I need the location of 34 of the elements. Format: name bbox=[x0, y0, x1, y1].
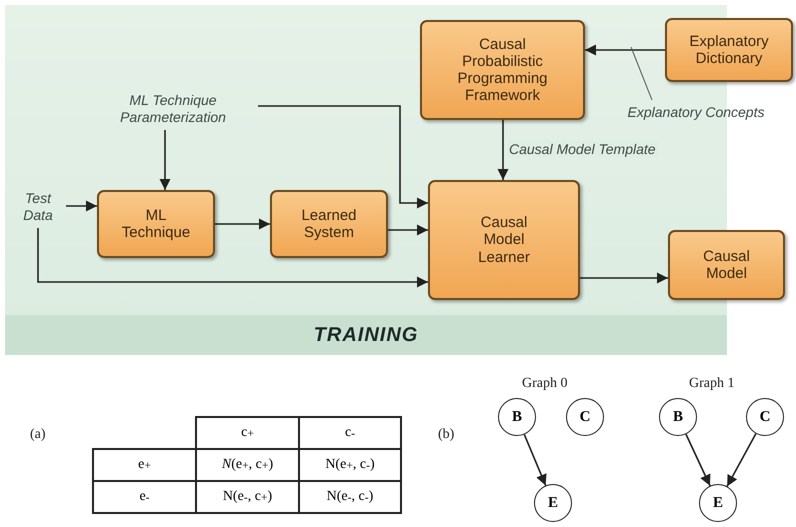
input-text: Test Data bbox=[10, 186, 66, 228]
graph-node-circle: E bbox=[699, 484, 737, 522]
graph-title: Graph 0 bbox=[522, 376, 568, 392]
annotation-text: Explanatory Concepts bbox=[598, 100, 794, 124]
arrow bbox=[580, 272, 668, 284]
graph-node-circle: C bbox=[566, 398, 604, 436]
graph-node-circle: B bbox=[659, 398, 697, 436]
process-box: Causal Probabilistic Programming Framework bbox=[420, 20, 585, 120]
panel-label: (a) bbox=[30, 427, 46, 443]
process-box: Learned System bbox=[270, 190, 388, 258]
graph-node-circle: B bbox=[498, 398, 536, 436]
leader-line bbox=[630, 46, 652, 100]
arrow bbox=[585, 44, 665, 56]
process-box: Explanatory Dictionary bbox=[665, 18, 793, 82]
arrow bbox=[685, 434, 711, 486]
process-box: ML Technique bbox=[97, 190, 215, 258]
input-text: ML Technique Parameterization bbox=[88, 88, 258, 130]
panel-label: (b) bbox=[438, 427, 454, 443]
arrow bbox=[498, 120, 508, 180]
arrow bbox=[37, 228, 428, 288]
arrow bbox=[726, 433, 757, 487]
arrow bbox=[215, 218, 270, 230]
arrow bbox=[258, 105, 428, 208]
graph-title: Graph 1 bbox=[689, 376, 734, 392]
process-box: Causal Model Learner bbox=[428, 180, 580, 300]
arrow bbox=[388, 224, 428, 236]
section-title: TRAINING bbox=[312, 322, 420, 348]
graph-node-circle: C bbox=[746, 398, 784, 436]
graph-node-circle: E bbox=[534, 484, 572, 522]
arrow bbox=[66, 200, 97, 212]
arrow bbox=[524, 434, 546, 486]
process-box: Causal Model bbox=[668, 230, 785, 300]
arrow bbox=[160, 130, 170, 190]
edge-label: Causal Model Template bbox=[507, 141, 658, 157]
